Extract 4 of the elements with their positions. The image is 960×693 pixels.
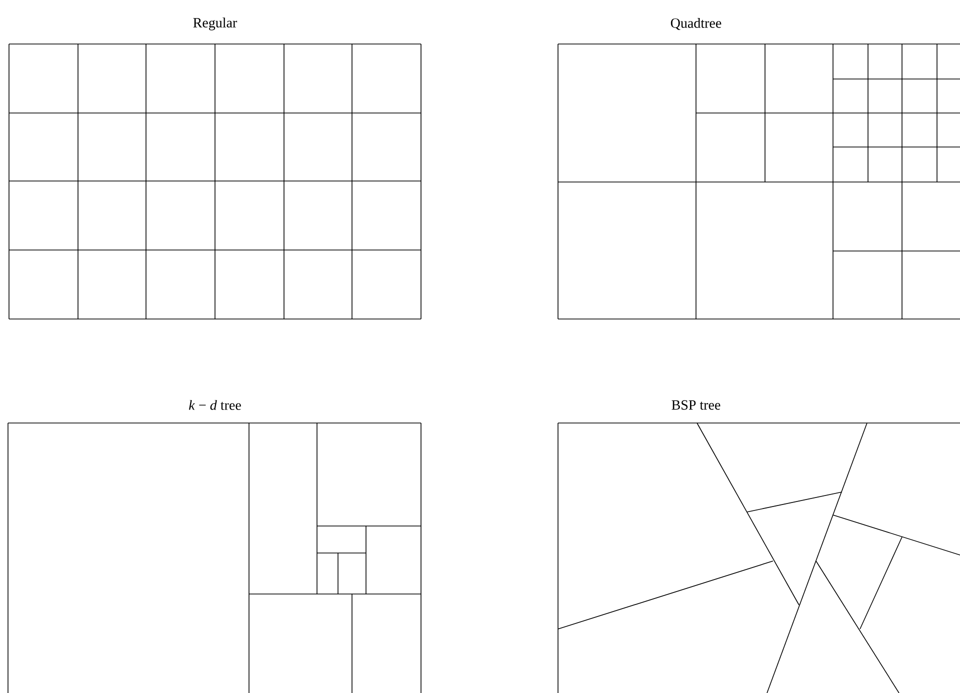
partition-panel: BSP tree xyxy=(558,400,960,693)
partition-panel: Quadtree xyxy=(558,18,960,320)
partition-panel: Regular xyxy=(8,18,422,320)
partition-panel: k − d tree xyxy=(8,400,422,693)
